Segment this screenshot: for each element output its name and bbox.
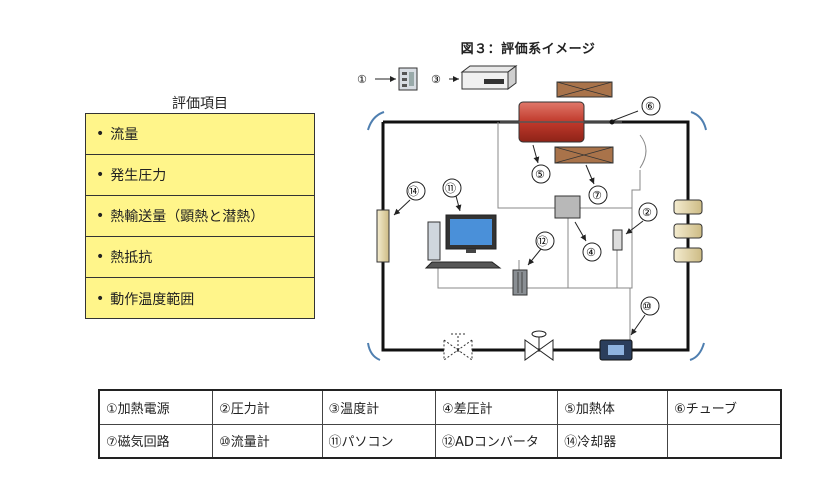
callout-14-badge (406, 181, 426, 201)
figure-title: 図３：評価系イメージ (460, 42, 596, 57)
bullet-icon: • (96, 249, 105, 265)
evaluation-item-label: 流量 (110, 127, 139, 143)
callout-7: ⑦ (592, 189, 602, 202)
callout-5-badge (531, 164, 551, 184)
flow-arrow-icon (367, 342, 381, 361)
evaluation-item-label: 熱抵抗 (110, 250, 153, 266)
evaluation-item: • 発生圧力 (86, 155, 314, 196)
legend-cell: ①加熱電源 (98, 389, 214, 425)
callout-7-badge (588, 185, 608, 205)
legend-cell: ④差圧計 (434, 389, 559, 425)
evaluation-item-label: 熱輸送量（顕熱と潜熱） (110, 209, 265, 225)
callout-5: ⑤ (535, 168, 545, 181)
legend-cell: ⑫ADコンバータ (434, 423, 559, 459)
valve-icon (524, 330, 554, 361)
evaluation-item: • 動作温度範囲 (86, 278, 314, 319)
differential-pressure-meter (554, 195, 581, 219)
bullet-icon: • (96, 208, 105, 224)
signal-wiring (437, 122, 647, 340)
flow-arrow-icon (690, 111, 707, 131)
callout-6: ⑥ (645, 100, 655, 113)
callout-2-badge (638, 202, 658, 222)
flow-arrow-icon (689, 342, 705, 361)
legend-cell: ⑥チューブ (667, 389, 782, 425)
bullet-icon: • (96, 290, 105, 307)
evaluation-items-title: 評価項目 (172, 96, 228, 112)
legend-cell: ②圧力計 (212, 389, 323, 425)
legend-row: ①加熱電源 ②圧力計 ③温度計 ④差圧計 ⑤加熱体 ⑥チューブ (98, 389, 782, 425)
callout-14: ⑭ (408, 185, 419, 198)
evaluation-item: • 熱抵抗 (86, 237, 314, 278)
callout-4-badge (582, 242, 602, 262)
evaluation-item-label: 動作温度範囲 (110, 291, 195, 308)
legend-cell: ⑦磁気回路 (98, 423, 214, 459)
cooler-left (376, 209, 390, 263)
legend-cell: ⑤加熱体 (557, 389, 669, 425)
legend-cell: ⑪パソコン (321, 423, 436, 459)
callout-11: ⑪ (445, 182, 456, 195)
pc-icon (424, 214, 502, 269)
heating-power-supply-icon (398, 67, 418, 91)
evaluation-item-label: 発生圧力 (110, 168, 167, 184)
magnetic-circuit-bottom (554, 146, 614, 164)
magnetic-circuit-top (556, 81, 613, 98)
callout-1: ① (357, 73, 367, 86)
callout-6-badge (641, 96, 661, 116)
callout-10-badge (640, 296, 660, 316)
callout-4: ④ (586, 246, 596, 259)
evaluation-items-list: • 流量 • 発生圧力 • 熱輸送量（顕熱と潜熱） • 熱抵抗 • 動作温度範囲 (85, 113, 315, 319)
legend-row: ⑦磁気回路 ⑩流量計 ⑪パソコン ⑫ADコンバータ ⑭冷却器 (98, 423, 782, 459)
evaluation-item: • 熱輸送量（顕熱と潜熱） (86, 196, 314, 237)
cooler-right (673, 199, 703, 263)
legend-cell: ⑩流量計 (212, 423, 323, 459)
component-legend-table: ①加熱電源 ②圧力計 ③温度計 ④差圧計 ⑤加熱体 ⑥チューブ ⑦磁気回路 ⑩流… (98, 389, 782, 459)
pressure-gauge (612, 229, 623, 251)
callout-10: ⑩ (642, 300, 652, 313)
evaluation-item: • 流量 (86, 114, 314, 155)
bullet-icon: • (96, 167, 105, 183)
legend-cell: ③温度計 (321, 389, 436, 425)
callout-11-badge (442, 178, 462, 198)
flow-arrow-icon (367, 111, 385, 131)
ad-converter-icon (512, 269, 528, 296)
callout-12: ⑫ (537, 235, 548, 248)
bullet-icon: • (96, 126, 105, 142)
callout-12-badge (535, 231, 555, 251)
legend-cell: ⑭冷却器 (557, 423, 669, 459)
valve-dashed-icon (443, 333, 473, 361)
callout-3: ③ (431, 73, 441, 86)
thermometer-unit-icon (460, 65, 518, 90)
legend-cell (667, 423, 782, 459)
flow-direction-arrows (367, 111, 707, 361)
heater-block (500, 101, 622, 143)
callout-2: ② (642, 206, 652, 219)
